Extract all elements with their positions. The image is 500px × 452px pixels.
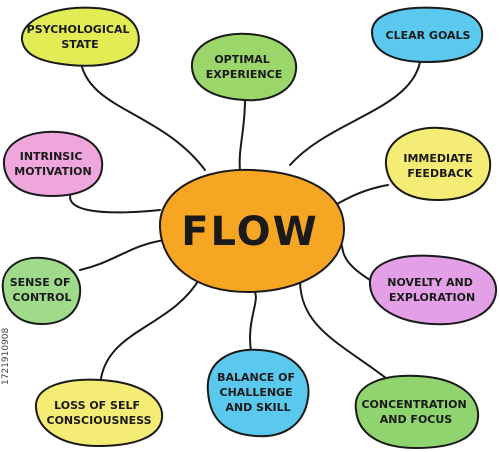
connectors xyxy=(69,56,421,391)
bubble-shape xyxy=(368,254,498,326)
bubble-optimal-experience: OPTIMAL EXPERIENCE xyxy=(190,32,298,102)
bubble-sense-of-control: SENSE OF CONTROL xyxy=(1,256,82,326)
bubble-label: OPTIMAL EXPERIENCE xyxy=(206,53,282,81)
label-line: FEEDBACK xyxy=(407,167,473,180)
bubble-intrinsic-motivation: INTRINSIC MOTIVATION xyxy=(2,130,104,198)
bubble-label: CONCENTRATION AND FOCUS xyxy=(361,398,470,426)
label-line: CHALLENGE xyxy=(220,386,293,399)
label-line: IMMEDIATE xyxy=(403,152,472,165)
label-line: EXPERIENCE xyxy=(206,68,282,81)
bubble-shape xyxy=(190,32,298,102)
center-bubble xyxy=(158,168,346,294)
bubble-label: SENSE OF CONTROL xyxy=(10,276,75,304)
bubble-label: IMMEDIATE FEEDBACK xyxy=(403,152,476,180)
label-line: SENSE OF xyxy=(10,276,71,289)
bubble-concentration-focus: CONCENTRATION AND FOCUS xyxy=(354,374,480,450)
bubble-balance-challenge-skill: BALANCE OF CHALLENGE AND SKILL xyxy=(206,348,310,438)
connector-optimal-experience xyxy=(238,99,246,171)
bubble-psychological-state: PSYCHOLOGICAL STATE xyxy=(20,6,140,67)
bubble-shape xyxy=(384,126,492,202)
label-line: AND FOCUS xyxy=(380,413,453,426)
label-line: NOVELTY AND xyxy=(387,276,473,289)
label-line: BALANCE OF xyxy=(217,371,295,384)
bubble-shape xyxy=(206,348,310,438)
bubble-immediate-feedback: IMMEDIATE FEEDBACK xyxy=(384,126,492,202)
label-line: AND SKILL xyxy=(225,401,290,414)
connector-concentration-focus xyxy=(299,279,396,386)
label-line: CONTROL xyxy=(13,291,72,304)
bubble-clear-goals: CLEAR GOALS xyxy=(370,6,484,64)
label-line: CONCENTRATION xyxy=(361,398,466,411)
label-line: CONSCIOUSNESS xyxy=(47,414,152,427)
bubble-shape xyxy=(354,374,480,450)
label-line: PSYCHOLOGICAL xyxy=(27,23,130,36)
bubble-label: BALANCE OF CHALLENGE AND SKILL xyxy=(217,371,299,414)
label-line: LOSS OF SELF xyxy=(54,399,140,412)
connector-immediate-feedback xyxy=(334,184,389,206)
center-label: FLOW xyxy=(181,209,319,255)
bubble-shape xyxy=(34,378,164,448)
bubble-label: INTRINSIC MOTIVATION xyxy=(14,150,91,178)
center-node: FLOW xyxy=(158,168,346,294)
side-id-text: 1721910908 xyxy=(1,327,11,385)
bubble-label: NOVELTY AND EXPLORATION xyxy=(387,276,476,304)
label-line: STATE xyxy=(61,38,98,51)
bubble-shape xyxy=(20,6,140,67)
label-line: INTRINSIC xyxy=(20,150,83,163)
bubble-loss-self-consciousness: LOSS OF SELF CONSCIOUSNESS xyxy=(34,378,164,448)
bubble-novelty-exploration: NOVELTY AND EXPLORATION xyxy=(368,254,498,326)
connector-psychological-state xyxy=(79,56,206,171)
connector-sense-of-control xyxy=(79,239,166,271)
bubble-label: LOSS OF SELF CONSCIOUSNESS xyxy=(47,399,152,427)
connector-loss-self-consciousness xyxy=(99,277,201,391)
bubble-shape xyxy=(370,6,484,64)
label-line: MOTIVATION xyxy=(14,165,91,178)
bubble-label: PSYCHOLOGICAL STATE xyxy=(27,23,134,51)
label-line: EXPLORATION xyxy=(389,291,475,304)
connector-clear-goals xyxy=(289,61,421,166)
bubble-shape xyxy=(1,256,82,326)
label-line: OPTIMAL xyxy=(214,53,269,66)
bubble-shape xyxy=(2,130,104,198)
bubble-label: CLEAR GOALS xyxy=(386,29,471,42)
